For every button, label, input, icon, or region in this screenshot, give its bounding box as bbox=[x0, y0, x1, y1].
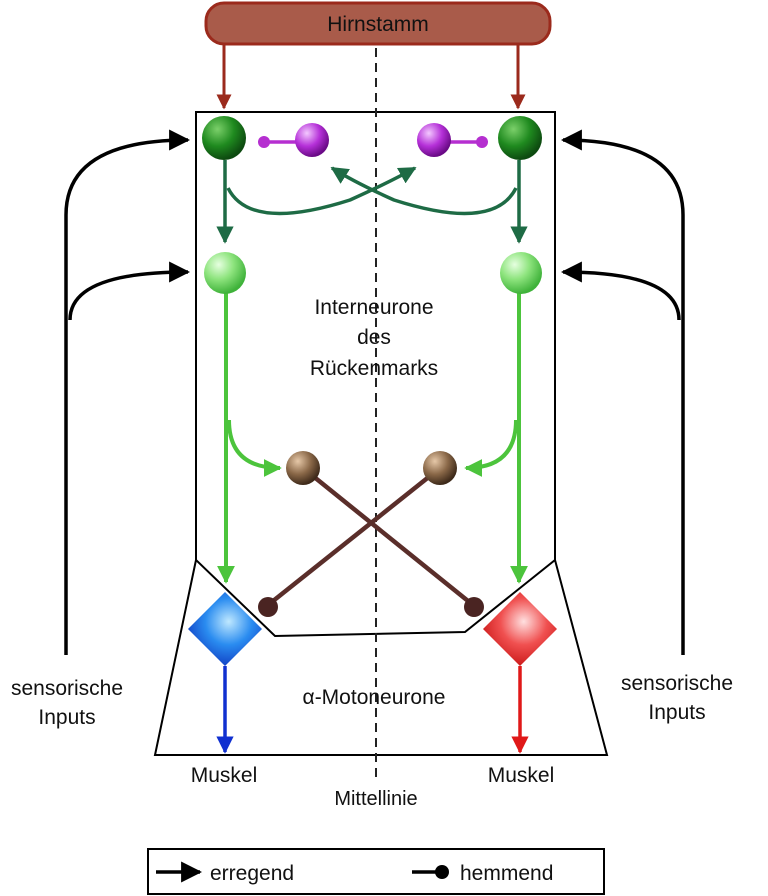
legend-excitatory-label: erregend bbox=[210, 862, 294, 885]
muscle-label-left: Muskel bbox=[191, 764, 258, 787]
dark-green-cross-left-to-right bbox=[226, 166, 417, 216]
sensory-arrow-left-outer bbox=[64, 129, 191, 655]
red-motoneuron bbox=[483, 592, 557, 666]
sensory-label-left-line1: sensorische bbox=[11, 677, 123, 700]
sensory-arrow-right-outer bbox=[560, 129, 685, 655]
light-green-neuron-left bbox=[204, 252, 246, 294]
sensory-label-right-line2: Inputs bbox=[648, 701, 705, 724]
inhibitory-terminal-right bbox=[464, 597, 484, 617]
midline-label: Mittellinie bbox=[334, 788, 417, 810]
motoneurons-label: α-Motoneurone bbox=[303, 686, 446, 709]
purple-neuron-right bbox=[417, 123, 451, 157]
inhibitory-line-right-to-left bbox=[266, 466, 442, 607]
dark-green-neuron-right bbox=[498, 116, 542, 160]
interneurons-label-line1: Interneurone bbox=[314, 296, 433, 319]
light-green-arrow-right-branch bbox=[464, 419, 518, 477]
light-green-arrow-left-branch bbox=[227, 419, 282, 477]
sensory-arrow-left-inner bbox=[68, 261, 191, 321]
interneurons-label-line2: des bbox=[357, 326, 391, 349]
legend-inhibitory-label: hemmend bbox=[460, 862, 553, 885]
blue-motoneuron bbox=[188, 592, 262, 666]
dark-green-cross-right-to-left bbox=[330, 166, 518, 216]
brainstem-box bbox=[204, 1, 552, 46]
dark-green-neuron-left bbox=[202, 116, 246, 160]
interneurons-label-line3: Rückenmarks bbox=[310, 357, 438, 380]
brown-neuron-left bbox=[286, 451, 320, 485]
light-green-neuron-right bbox=[500, 252, 542, 294]
motoneuron-region-outline bbox=[153, 559, 609, 756]
purple-terminal-left bbox=[258, 136, 270, 148]
purple-terminal-right bbox=[476, 136, 488, 148]
purple-neuron-left bbox=[295, 123, 329, 157]
inhibitory-line-left-to-right bbox=[301, 466, 475, 607]
brainstem-label: Hirnstamm bbox=[327, 13, 429, 36]
legend-inhibitory-dot-icon bbox=[435, 865, 449, 879]
sensory-label-left-line2: Inputs bbox=[38, 706, 95, 729]
muscle-label-right: Muskel bbox=[488, 764, 555, 787]
brown-neuron-right bbox=[423, 451, 457, 485]
inhibitory-terminal-left bbox=[258, 597, 278, 617]
sensory-label-right-line1: sensorische bbox=[621, 672, 733, 695]
legend-box bbox=[147, 848, 605, 895]
sensory-arrow-right-inner bbox=[560, 261, 681, 321]
